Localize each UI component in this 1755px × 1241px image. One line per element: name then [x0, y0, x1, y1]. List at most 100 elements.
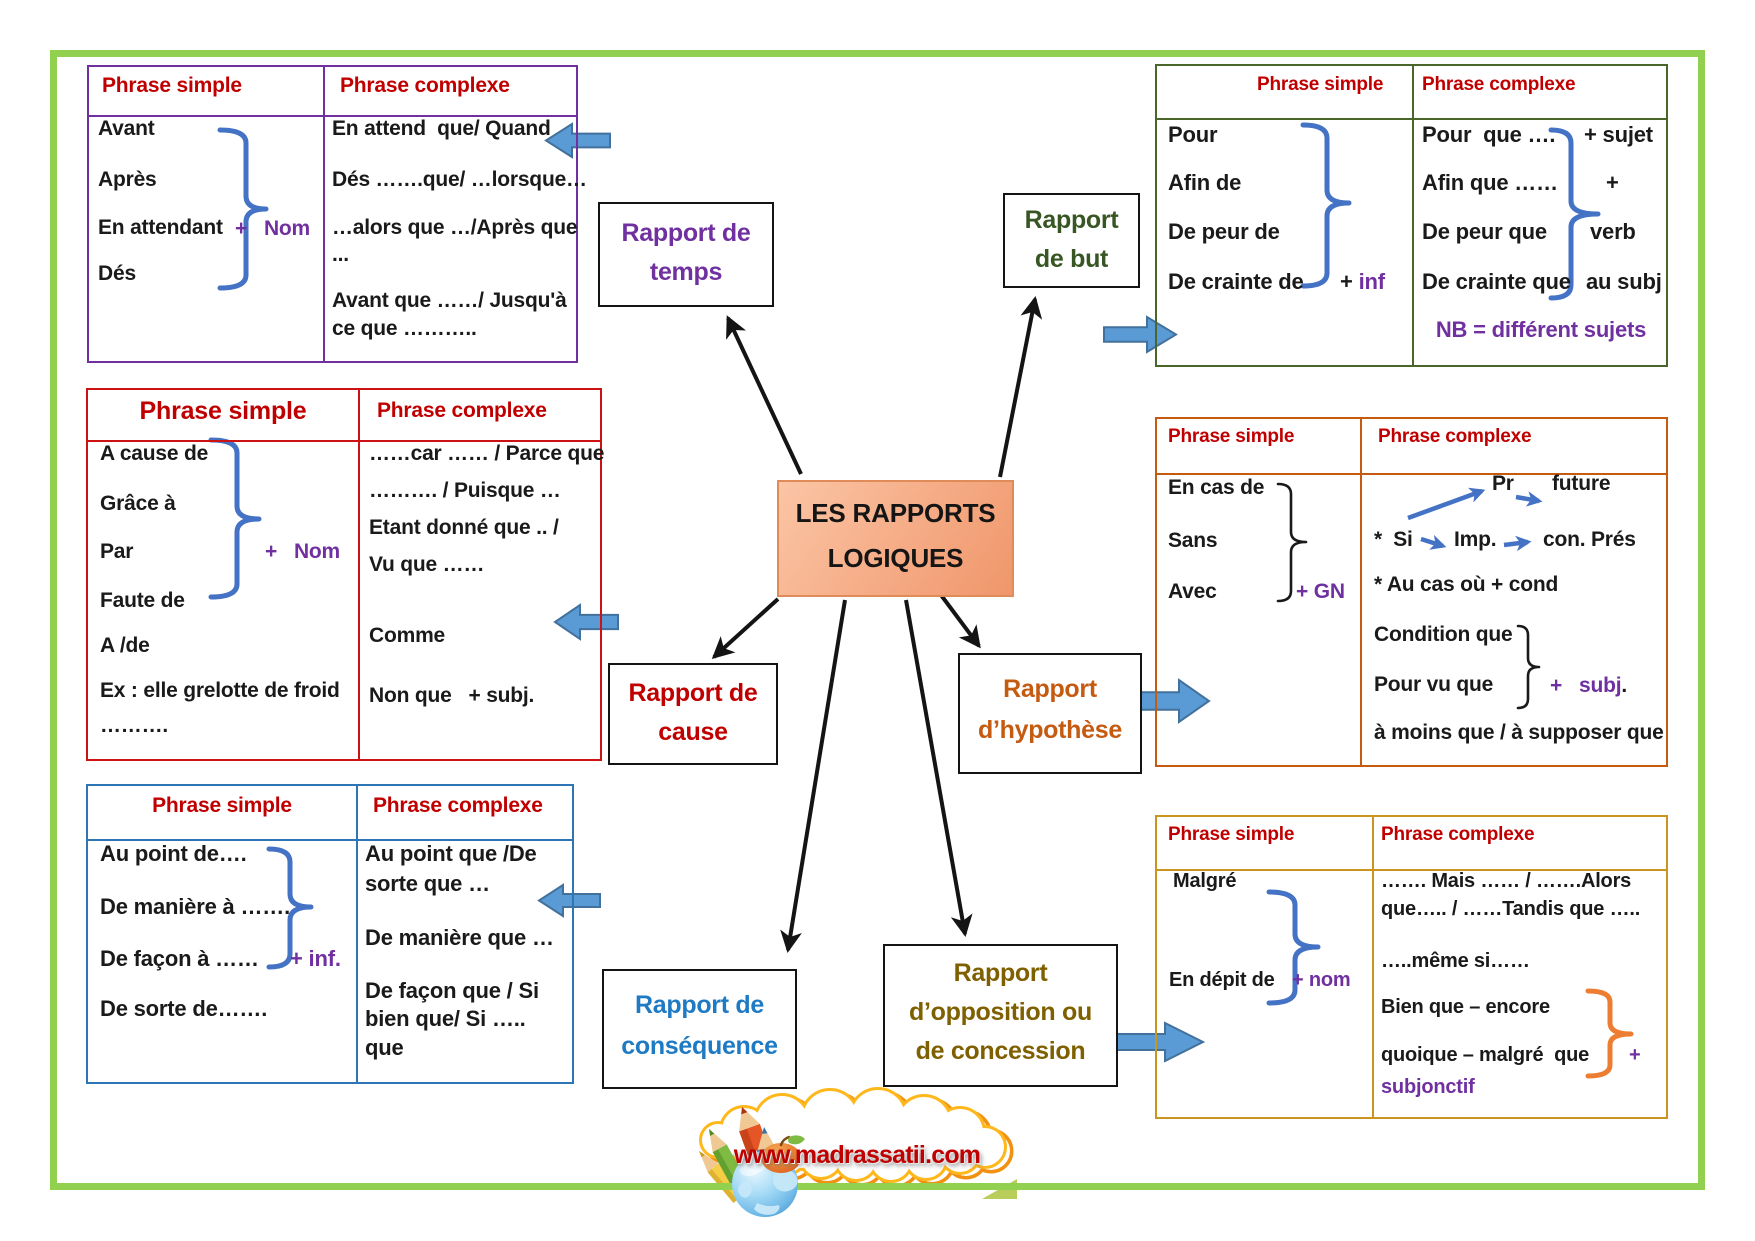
nb-note: NB = différent sujets — [1435, 317, 1647, 342]
node-label-line: Rapport — [953, 959, 1048, 987]
node-label-line: de concession — [915, 1037, 1086, 1065]
annotation-word: + subj — [1550, 674, 1622, 697]
simple-item: Dés — [98, 262, 136, 285]
node-hypothese: Rapport d’hypothèse — [958, 653, 1142, 774]
simple-item: A cause de — [100, 442, 209, 465]
simple-item: A /de — [100, 634, 150, 657]
node-label-line: d’opposition ou — [909, 998, 1092, 1026]
grammar-annotation: + inf. — [290, 946, 341, 971]
simple-item: Avant — [98, 117, 155, 140]
node-label-line: d’hypothèse — [978, 716, 1122, 744]
column-header: Phrase simple — [152, 794, 292, 817]
simple-item: ………. — [100, 714, 169, 737]
simple-item: Faute de — [100, 589, 185, 612]
brace — [266, 846, 314, 970]
column-separator — [356, 786, 358, 1082]
header-separator — [1157, 869, 1666, 871]
node-label-line: Rapport de — [628, 679, 758, 707]
grammar-annotation: + subj. — [1550, 674, 1627, 698]
complexe-item: bien que/ Si ….. — [365, 1006, 526, 1031]
complexe-item: Etant donné que .. / — [369, 516, 559, 539]
page-frame — [50, 50, 1705, 1190]
simple-item: Par — [100, 540, 134, 563]
grammar-annotation: + Nom — [265, 540, 341, 563]
brace — [1585, 988, 1634, 1079]
node-label-line: Rapport — [1024, 206, 1119, 234]
column-separator — [1412, 66, 1414, 365]
header-separator — [88, 440, 600, 442]
simple-item: Malgré — [1173, 870, 1237, 892]
complexe-item: * Si — [1374, 528, 1413, 551]
complexe-item: De manière que … — [365, 925, 554, 950]
blue-arrow-icon — [1103, 315, 1178, 354]
complexe-item: Dés …….que/ …lorsque… — [332, 168, 587, 191]
complexe-item: En attend que/ Quand — [332, 117, 551, 140]
simple-item: Pour — [1168, 122, 1218, 147]
simple-item: De sorte de……. — [100, 996, 268, 1021]
complexe-item: Bien que – encore — [1381, 996, 1550, 1018]
simple-item: Afin de — [1168, 170, 1242, 195]
grammar-annotation: subjonctif — [1381, 1076, 1475, 1098]
node-cause: Rapport de cause — [608, 663, 778, 765]
simple-item: Au point de…. — [100, 841, 247, 866]
column-header: Phrase complexe — [1381, 824, 1535, 845]
complexe-item: Pour vu que — [1374, 673, 1494, 696]
complexe-item: De crainte que — [1422, 269, 1571, 294]
column-header: Phrase complexe — [373, 794, 543, 817]
node-label-line: Rapport de — [621, 219, 751, 247]
central-title-line: LOGIQUES — [827, 543, 964, 573]
header-separator — [89, 115, 576, 117]
conjugation-tag: + sujet — [1584, 122, 1653, 147]
simple-item: En cas de — [1168, 476, 1265, 499]
complexe-item: Vu que …… — [369, 553, 485, 576]
column-header: Phrase complexe — [377, 399, 547, 422]
complexe-item: quoique – malgré que — [1381, 1044, 1590, 1066]
node-label-line: cause — [658, 718, 728, 746]
central-topic-box: LES RAPPORTS LOGIQUES — [777, 480, 1014, 597]
column-separator — [323, 67, 325, 361]
brace — [217, 127, 269, 291]
tense-label: Imp. — [1454, 528, 1497, 551]
central-title-line: LES RAPPORTS — [795, 498, 996, 528]
column-header: Phrase simple — [102, 74, 242, 97]
connector-arrow — [711, 597, 780, 660]
period: . — [1621, 674, 1627, 697]
simple-item: De façon à …… — [100, 946, 259, 971]
complexe-item: Comme — [369, 624, 446, 647]
complexe-item: ………. / Puisque … — [369, 479, 561, 502]
connector-arrow — [904, 599, 973, 937]
node-opposition: Rapport d’opposition ou de concession — [883, 944, 1118, 1087]
tense-label: Pr — [1492, 472, 1514, 495]
conjugation-tag: au subj — [1586, 269, 1662, 294]
plus-sign: + — [1340, 269, 1359, 294]
column-header: Phrase simple — [139, 397, 307, 425]
complexe-item: …alors que …/Après que — [332, 216, 578, 239]
column-separator — [358, 390, 360, 759]
brace — [1516, 624, 1541, 710]
node-label-line: conséquence — [621, 1032, 778, 1060]
complexe-item: De peur que — [1422, 219, 1547, 244]
complexe-item: sorte que … — [365, 871, 490, 896]
node-label-line: de but — [1034, 245, 1109, 273]
blue-arrow-icon — [553, 603, 619, 641]
header-separator — [1157, 118, 1666, 120]
simple-item: De peur de — [1168, 219, 1280, 244]
website-url: www.madrassatii.com — [733, 1141, 981, 1169]
connector-arrow — [726, 315, 803, 475]
connector-arrow — [939, 593, 981, 649]
node-label-line: Rapport — [1003, 675, 1097, 703]
flow-arrow-icon — [1515, 491, 1543, 507]
blue-arrow-icon — [537, 883, 601, 918]
flow-arrow-icon — [1420, 534, 1447, 550]
brace — [208, 437, 262, 600]
simple-item: De crainte de — [1168, 269, 1304, 294]
complexe-item: ... — [332, 243, 349, 266]
complexe-item: Non que + subj. — [369, 684, 535, 707]
